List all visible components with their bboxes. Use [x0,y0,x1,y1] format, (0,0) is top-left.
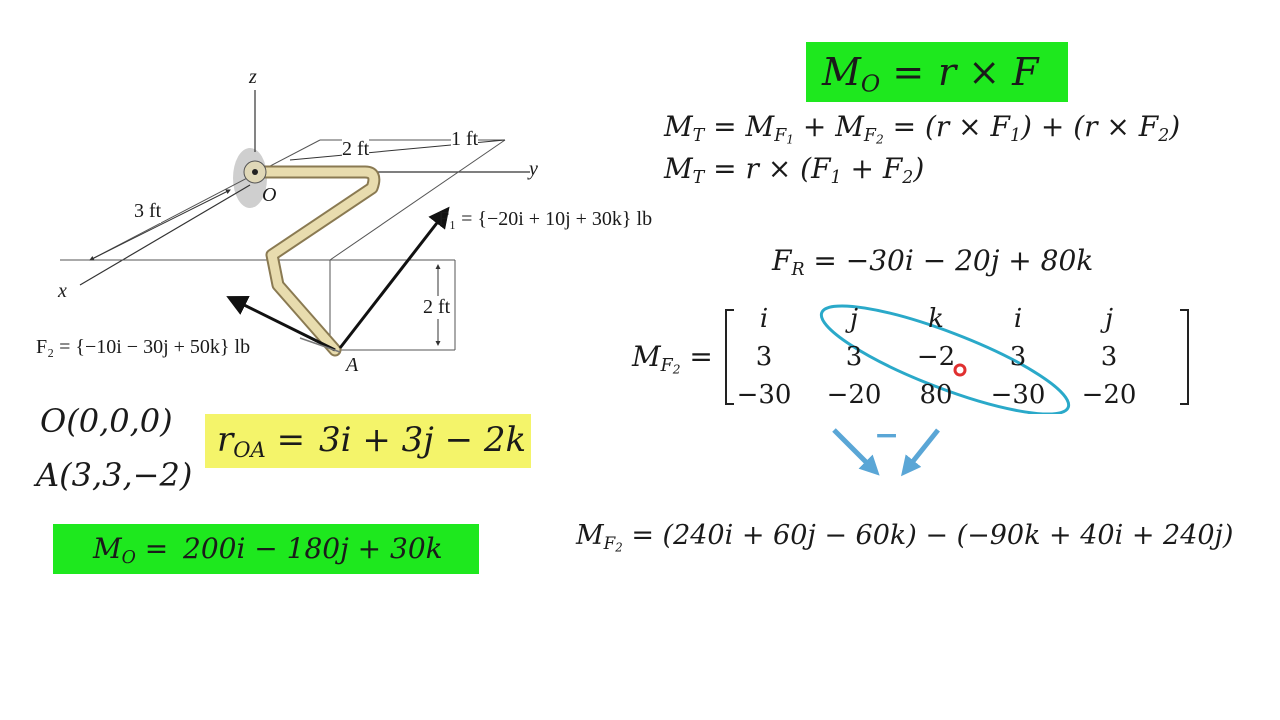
det-cell-r2c0: −30 [736,380,792,410]
point-o-coords: O(0,0,0) [40,402,173,440]
dim-3ft-label: 3 ft [134,200,162,223]
mo-result-symbol: MO = [93,532,169,568]
right-bracket [1180,309,1189,405]
dim-2ft-side-label: 2 ft [423,296,451,319]
mo-formula-value: r × F [938,50,1039,94]
force-f2-arrow [226,296,336,352]
mo-result-value: 200i − 180j + 30k [183,532,443,565]
r-oa-box: rOA = 3i + 3j − 2k [205,414,531,468]
axis-z-label: z [249,66,257,88]
r-oa-value: 3i + 3j − 2k [319,420,527,460]
pipe-diagram-svg [60,90,530,357]
det-cell-r2c4: −20 [1081,380,1137,410]
det-cell-r1c3: 3 [1009,342,1027,372]
force-f1-label: F₁ = {−20i + 10j + 30k} lb [438,208,653,230]
force-f1-arrow [338,206,450,349]
det-cell-r0c1: j [849,304,859,334]
mt-equation-line2: MT = r × (F1 + F2) [664,152,925,188]
axis-x-label: x [58,280,67,302]
arrow-right-down [901,428,940,477]
subtraction-sign: − [874,418,900,453]
fr-equation: FR = −30i − 20j + 80k [772,244,1094,280]
diagonal-highlight-ellipse [819,304,1071,414]
det-cell-r2c1: −20 [826,380,882,410]
mo-formula-symbol: MO = [822,50,925,98]
det-cell-r0c2: k [928,304,944,334]
mt-equation-line1: MT = MF1 + MF2 = (r × F1) + (r × F2) [664,110,1181,147]
mf2-result-line: MF2 = (240i + 60j − 60k) − (−90k + 40i +… [576,520,1234,554]
mf2-det-symbol: MF2 = [632,340,713,377]
cursor-marker [953,363,967,377]
axis-y-label: y [529,158,538,180]
flange-center [252,169,258,175]
det-cell-r2c3: −30 [990,380,1046,410]
pipe-highlight [260,167,379,355]
det-cell-r1c4: 3 [1100,342,1118,372]
pipe-diagram: z y x O A 2 ft 1 ft 3 ft 2 ft F₁ = {−20i… [0,60,720,390]
subtraction-arrows [832,428,940,477]
determinant-matrix: i j k i j 3 3 −2 3 3 −30 −20 80 −30 −20 [720,304,1192,414]
cable-a [299,337,341,353]
det-cell-r0c3: i [1013,304,1023,334]
mo-result-box: MO = 200i − 180j + 30k [53,524,479,574]
det-cell-r0c0: i [759,304,769,334]
box-edge-right [329,139,506,261]
fr-value: −30i − 20j + 80k [845,244,1094,277]
det-cell-r1c0: 3 [755,342,773,372]
x-axis-line [79,184,251,286]
force-f2-label: F₂ = {−10i − 30j + 50k} lb [36,336,251,358]
point-a-coords: A(3,3,−2) [36,456,193,494]
left-bracket [725,309,734,405]
det-cell-r0c4: j [1104,304,1114,334]
arrow-left-down [832,428,880,476]
point-a-label: A [346,354,359,376]
r-oa-symbol: rOA = [217,420,306,462]
dim-2ft-top-label: 2 ft [342,138,370,161]
dim-1ft-label: 1 ft [451,128,479,151]
mf2-result-value: (240i + 60j − 60k) − (−90k + 40i + 240j) [662,520,1234,551]
mo-formula-box: MO = r × F [806,42,1068,102]
matrix-brackets [725,304,1189,414]
point-o-label: O [262,184,277,206]
det-cell-r1c1: 3 [845,342,863,372]
det-cell-r2c2: 80 [919,380,953,410]
dim-3ft-line [89,189,231,261]
det-cell-r1c2: −2 [916,342,956,372]
